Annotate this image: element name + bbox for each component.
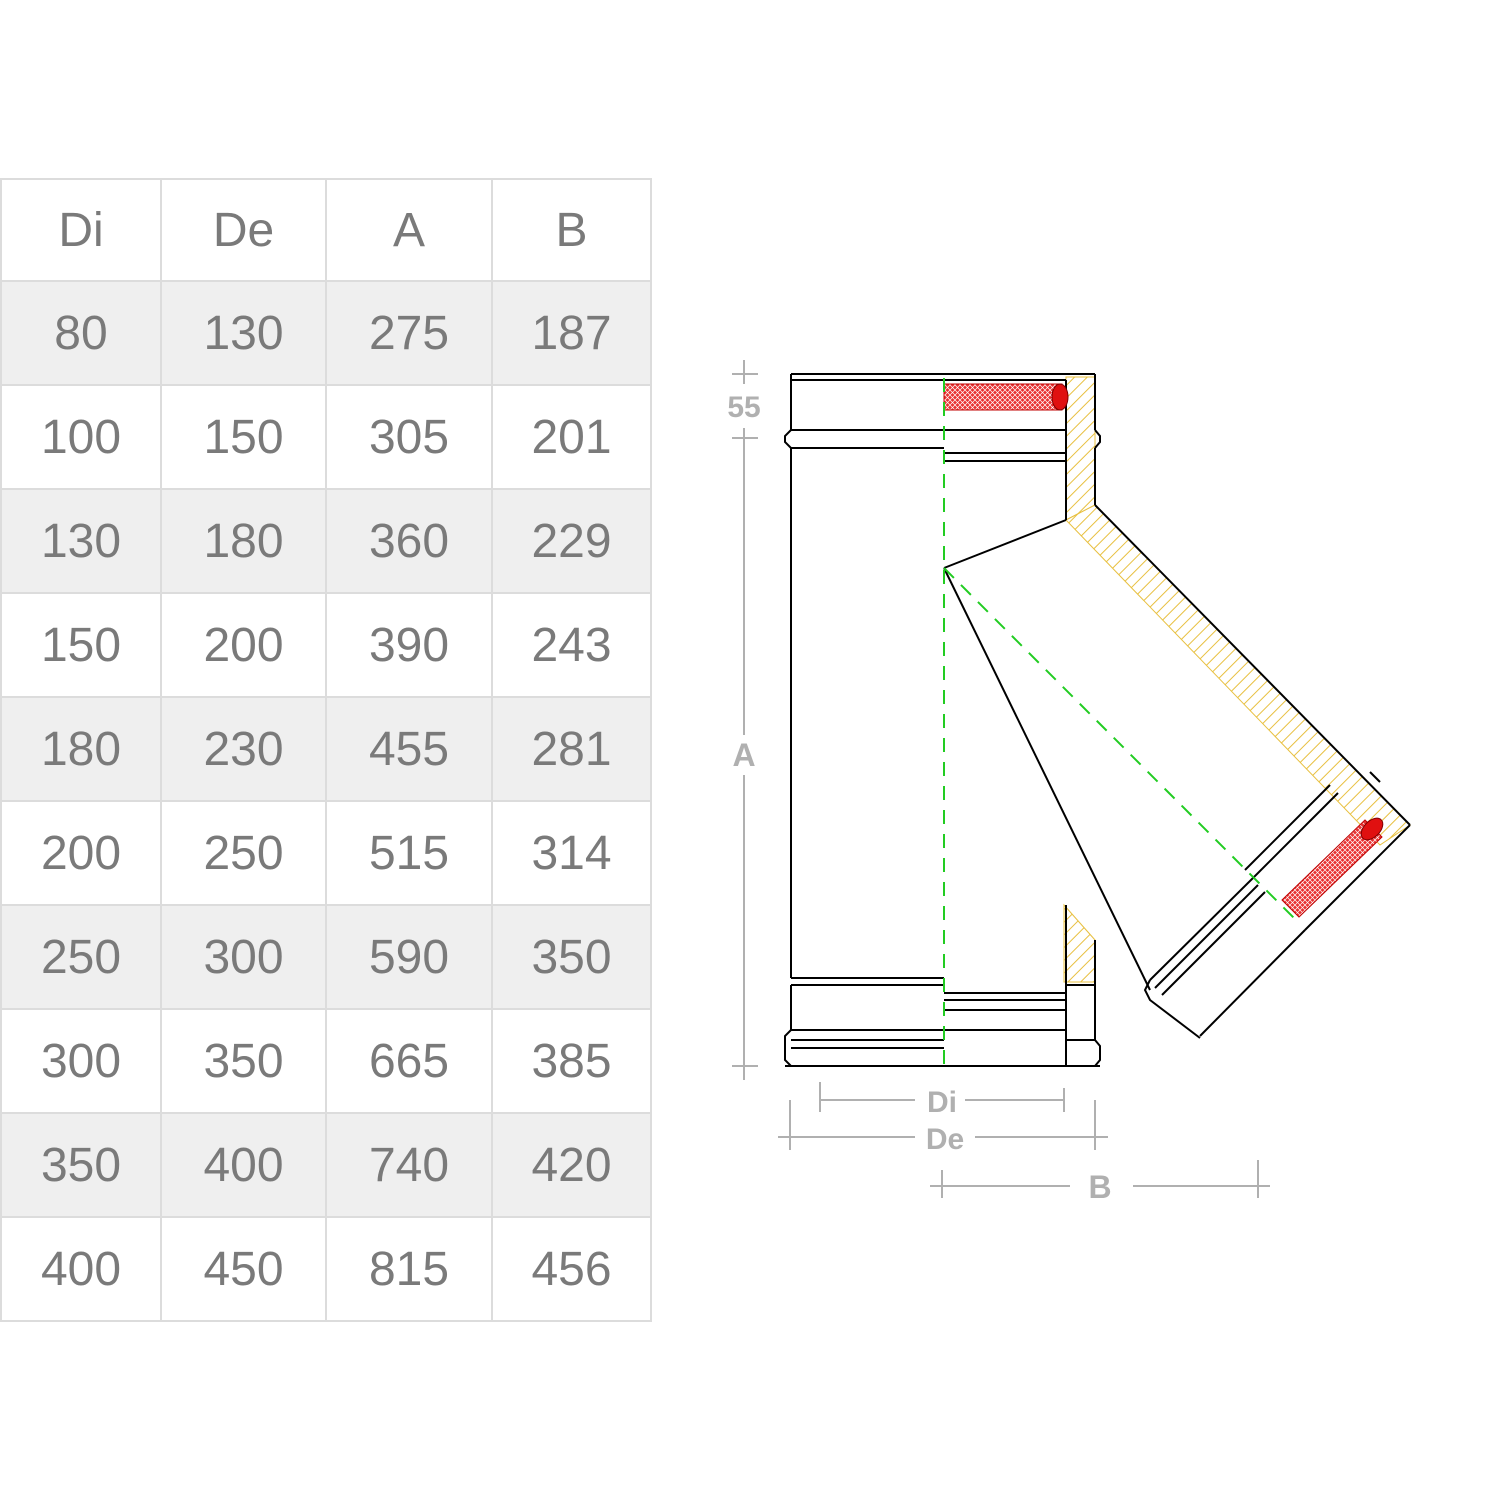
main-pipe: [784, 373, 1101, 1067]
cell-a: 455: [325, 696, 493, 802]
cell-de: 180: [160, 488, 327, 594]
dimension-label-b: B: [1088, 1169, 1111, 1205]
cell-de: 450: [160, 1216, 327, 1322]
cell-di: 180: [0, 696, 162, 802]
cell-di: 100: [0, 384, 162, 490]
header-di: Di: [0, 178, 162, 282]
cell-b: 187: [491, 280, 652, 386]
cell-b: 243: [491, 592, 652, 698]
cell-de: 400: [160, 1112, 327, 1218]
cell-di: 200: [0, 800, 162, 906]
cell-b: 385: [491, 1008, 652, 1114]
cell-de: 130: [160, 280, 327, 386]
header-a: A: [325, 178, 493, 282]
table-row: 200 250 515 314: [0, 800, 652, 906]
cell-di: 80: [0, 280, 162, 386]
cell-b: 420: [491, 1112, 652, 1218]
dimension-label-de: De: [926, 1123, 964, 1156]
y-branch-drawing: 55 A Di De B: [727, 360, 1411, 1205]
table-row: 350 400 740 420: [0, 1112, 652, 1218]
insulation-hatching: [1063, 376, 1411, 983]
cell-di: 130: [0, 488, 162, 594]
cell-de: 300: [160, 904, 327, 1010]
table-row: 80 130 275 187: [0, 280, 652, 386]
table-row: 300 350 665 385: [0, 1008, 652, 1114]
cell-di: 300: [0, 1008, 162, 1114]
cell-a: 515: [325, 800, 493, 906]
cell-a: 665: [325, 1008, 493, 1114]
cell-di: 350: [0, 1112, 162, 1218]
table-row: 150 200 390 243: [0, 592, 652, 698]
cell-b: 314: [491, 800, 652, 906]
cell-b: 350: [491, 904, 652, 1010]
cell-a: 590: [325, 904, 493, 1010]
header-b: B: [491, 178, 652, 282]
cell-de: 350: [160, 1008, 327, 1114]
cell-a: 275: [325, 280, 493, 386]
cell-b: 281: [491, 696, 652, 802]
table-row: 180 230 455 281: [0, 696, 652, 802]
cell-de: 230: [160, 696, 327, 802]
cell-di: 400: [0, 1216, 162, 1322]
dimension-label-55: 55: [727, 391, 760, 424]
cell-b: 456: [491, 1216, 652, 1322]
centerlines: [943, 378, 1301, 1066]
cell-de: 150: [160, 384, 327, 490]
table-header-row: Di De A B: [0, 178, 652, 282]
cell-de: 200: [160, 592, 327, 698]
dimension-label-a: A: [732, 737, 755, 773]
cell-a: 305: [325, 384, 493, 490]
cell-a: 360: [325, 488, 493, 594]
cell-b: 229: [491, 488, 652, 594]
cell-di: 150: [0, 592, 162, 698]
cell-a: 815: [325, 1216, 493, 1322]
cell-de: 250: [160, 800, 327, 906]
gasket-seals: [943, 383, 1384, 918]
table-row: 400 450 815 456: [0, 1216, 652, 1322]
cell-a: 390: [325, 592, 493, 698]
dimension-table: Di De A B 80 130 275 187 100 150 305 201…: [0, 178, 652, 1322]
cell-b: 201: [491, 384, 652, 490]
table-row: 100 150 305 201: [0, 384, 652, 490]
cell-a: 740: [325, 1112, 493, 1218]
dimension-label-di: Di: [927, 1086, 957, 1119]
dimension-lines: [732, 360, 1270, 1198]
table-row: 250 300 590 350: [0, 904, 652, 1010]
table-row: 130 180 360 229: [0, 488, 652, 594]
branch-pipe: [943, 504, 1411, 1039]
header-de: De: [160, 178, 327, 282]
cell-di: 250: [0, 904, 162, 1010]
